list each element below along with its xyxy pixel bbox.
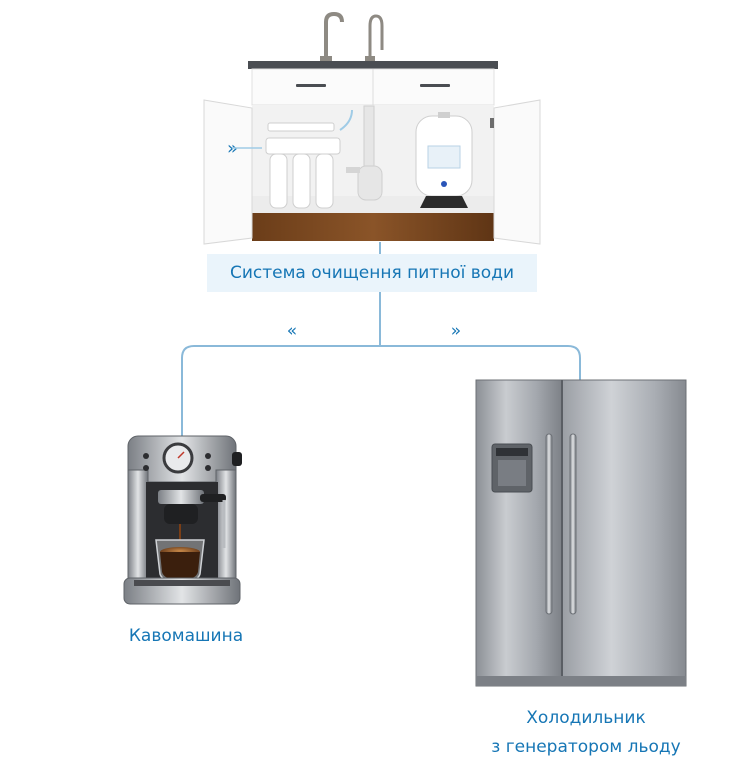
flow-left-arrow-icon: «: [287, 321, 297, 341]
connector-lines: [181, 242, 581, 436]
main-system-label: Система очищення питної води: [207, 254, 537, 292]
sink-cabinet-illustration: »: [203, 11, 541, 245]
faucet-icon: [324, 11, 344, 62]
filter-cartridges-icon: [265, 109, 353, 209]
coffee-machine-label: Кавомашина: [128, 626, 244, 646]
flow-right-arrow-icon: »: [451, 321, 461, 341]
inflow-arrow-icon: »: [227, 138, 262, 159]
drain-siphon-icon: [346, 105, 383, 201]
refrigerator-label-line2: з генератором льоду: [491, 737, 681, 757]
refrigerator-illustration: [475, 379, 687, 687]
filter-faucet-icon: [368, 14, 384, 62]
coffee-machine-illustration: [123, 435, 242, 605]
storage-tank-icon: [415, 112, 473, 208]
refrigerator-label-line1: Холодильник: [526, 708, 646, 728]
refrigerator-label: Холодильник з генератором льоду: [470, 704, 702, 762]
